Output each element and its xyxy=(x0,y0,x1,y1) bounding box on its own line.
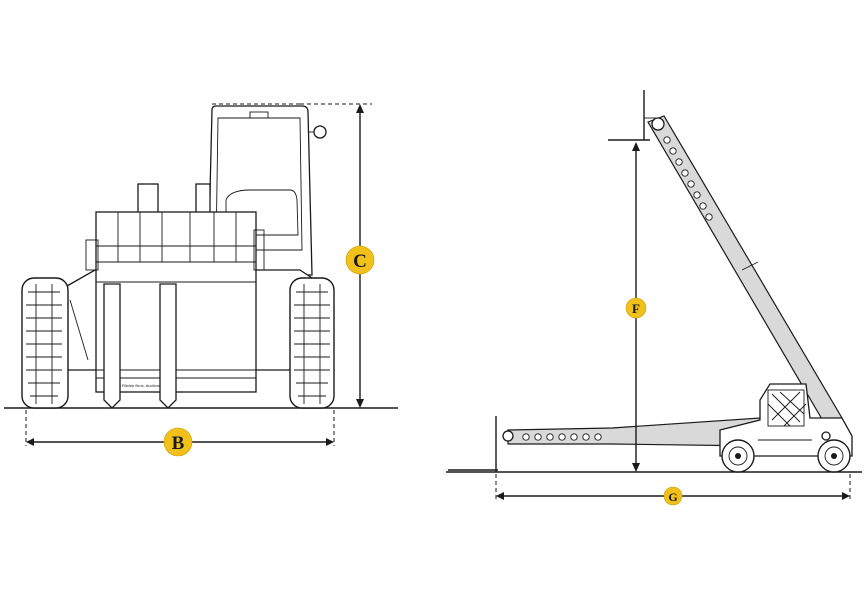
dimension-b: B xyxy=(25,410,335,457)
front-right-tire xyxy=(289,277,335,409)
front-left-tire xyxy=(21,277,69,409)
side-view: F G xyxy=(446,90,862,506)
side-front-wheel xyxy=(817,439,851,473)
side-rear-wheel xyxy=(721,439,755,473)
credit-text: © Ritchie Bros. Auctioneers xyxy=(118,383,167,388)
dimension-b-badge xyxy=(163,427,193,457)
dimension-c: C xyxy=(300,103,375,408)
dimension-f: F xyxy=(625,142,647,472)
front-forks xyxy=(103,283,177,409)
dimension-g-badge xyxy=(663,486,683,506)
dimension-f-badge xyxy=(625,297,647,319)
dimension-g-label: G xyxy=(668,490,677,504)
front-view: © Ritchie Bros. Auctioneers B xyxy=(4,103,398,457)
dimension-b-label: B xyxy=(172,433,185,454)
raised-boom xyxy=(608,90,843,427)
dimension-c-label: C xyxy=(353,251,367,272)
extended-boom xyxy=(448,416,761,472)
side-machine-body xyxy=(719,383,853,457)
dimension-f-label: F xyxy=(632,301,640,316)
dimension-c-badge xyxy=(345,245,375,275)
dimension-g: G xyxy=(495,474,851,506)
